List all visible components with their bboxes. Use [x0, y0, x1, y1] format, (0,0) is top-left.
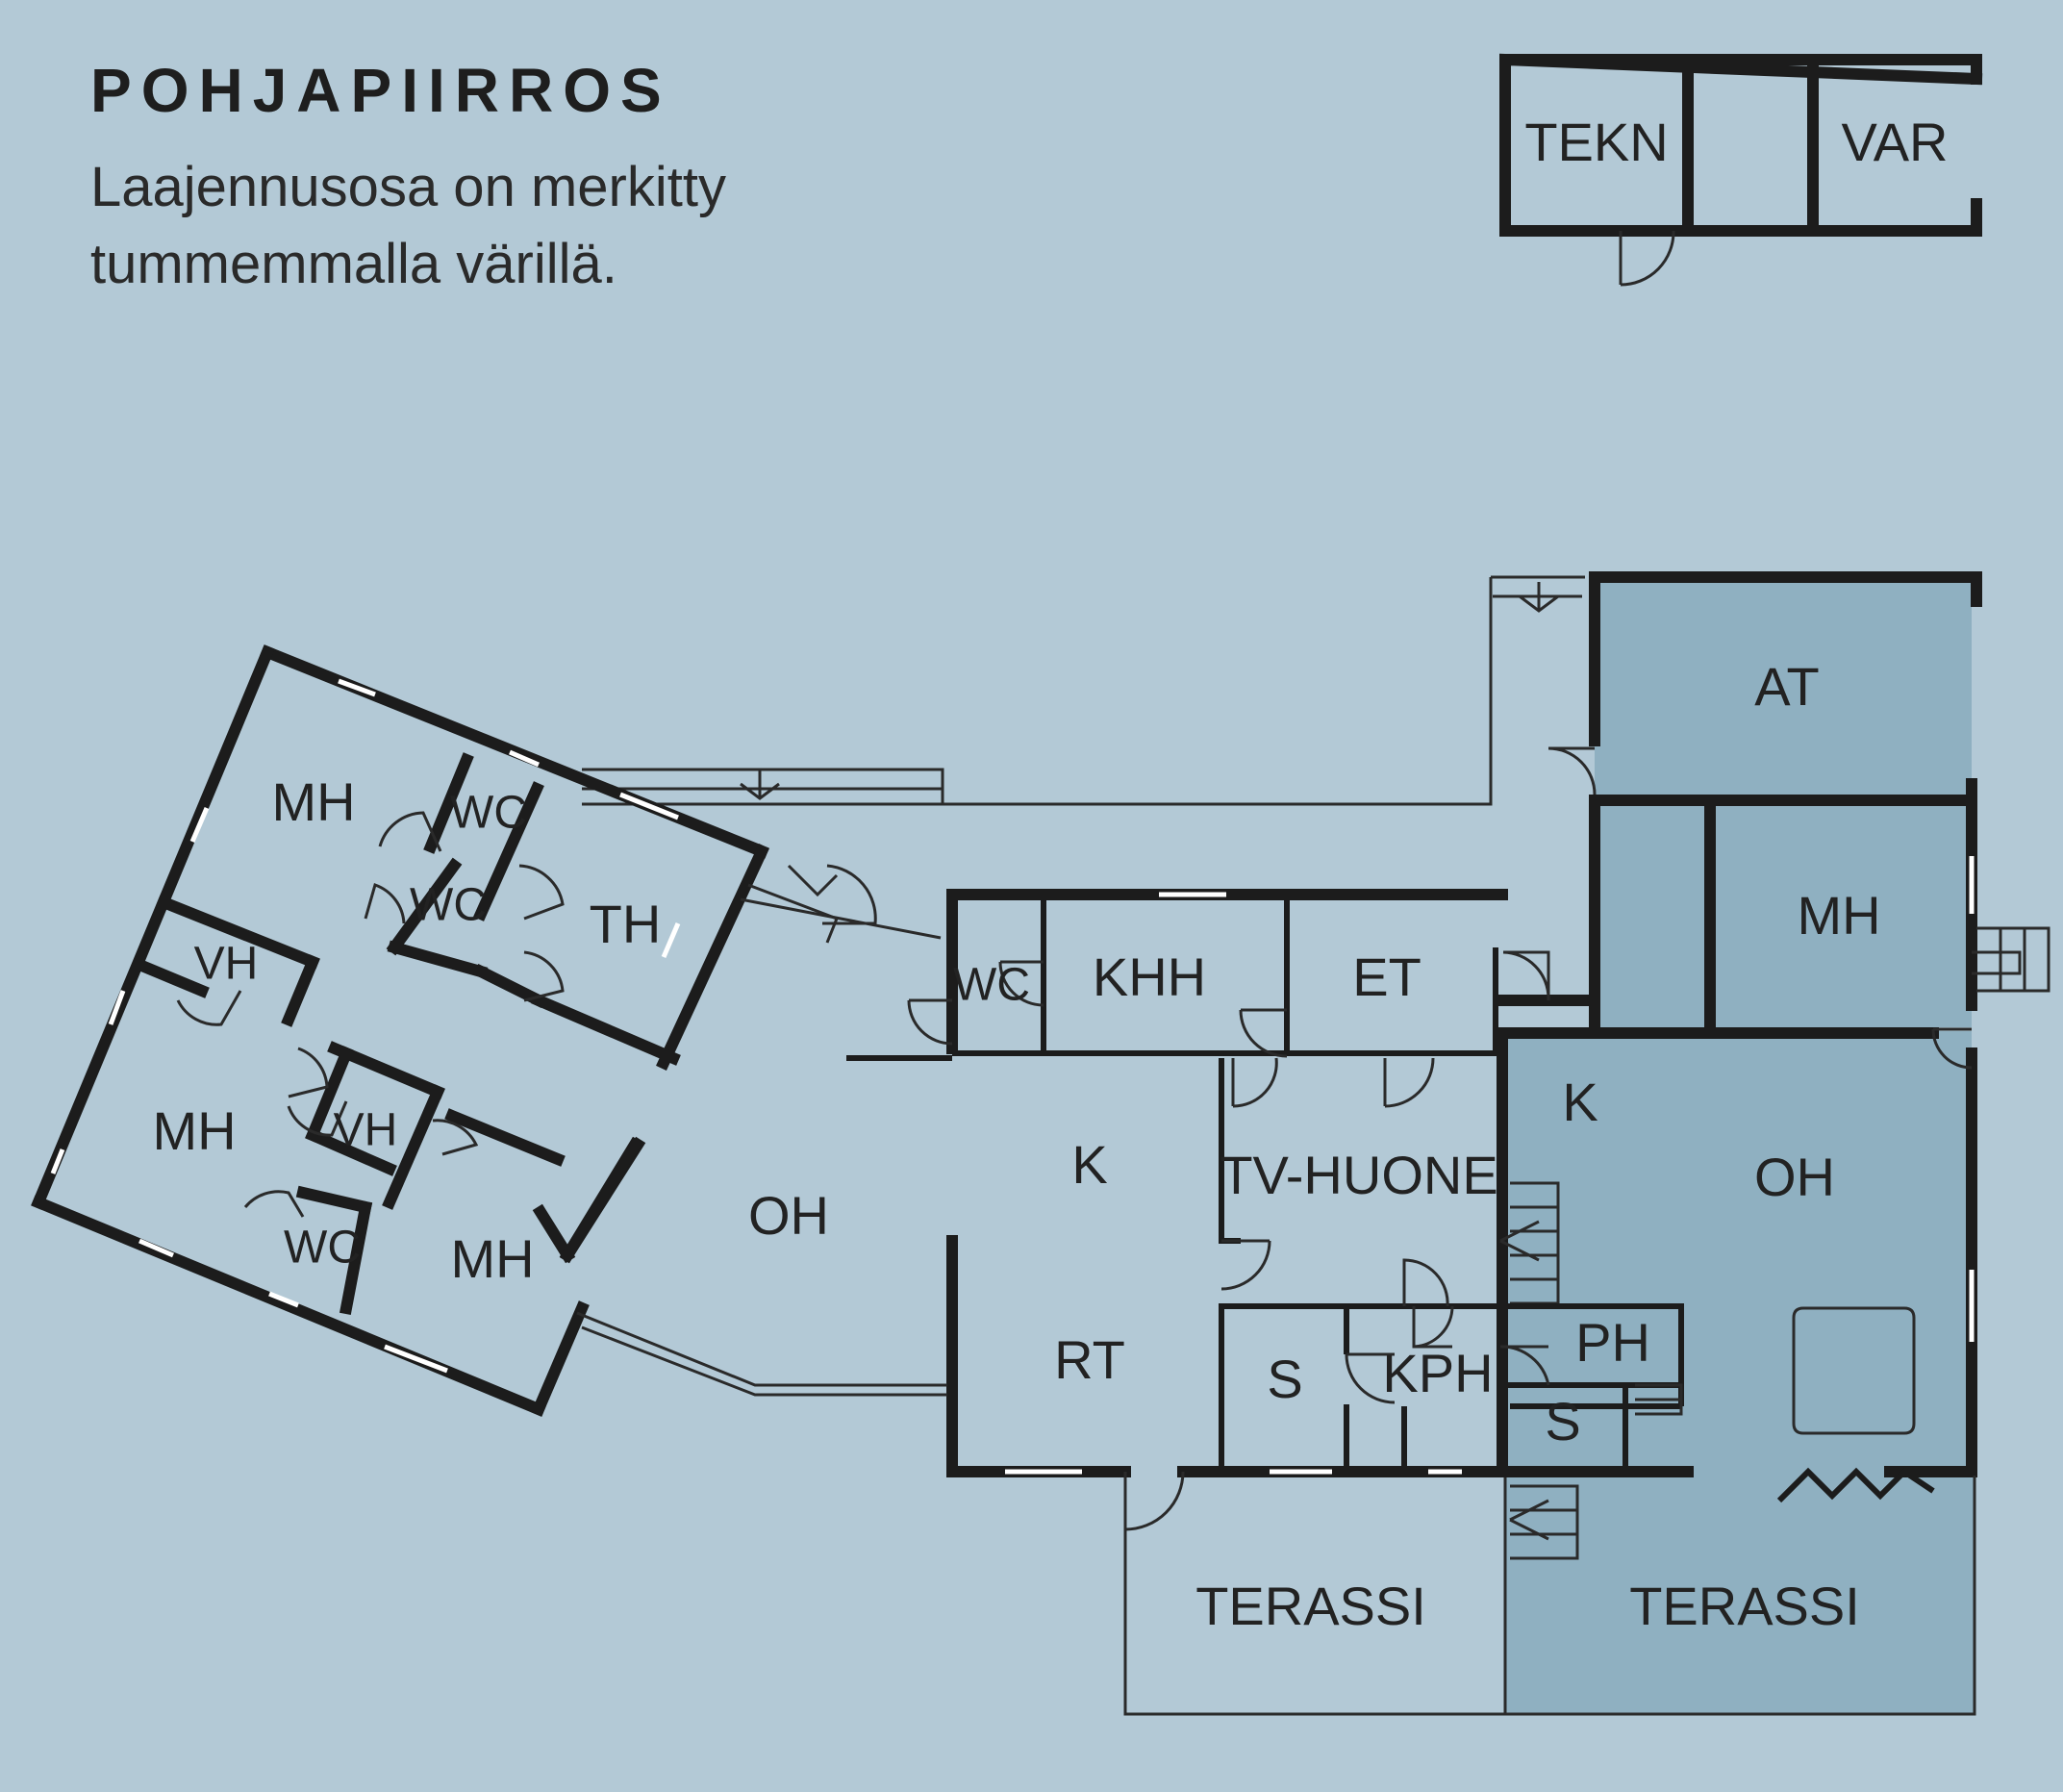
outbuilding: TEKN VAR — [1499, 53, 1983, 287]
center-walls — [846, 889, 1684, 1716]
plan-title: POHJAPIIRROS — [90, 56, 671, 125]
room-mh-extension: MH — [1797, 885, 1880, 946]
room-rt: RT — [1054, 1329, 1125, 1390]
room-wc-entry: WC — [953, 960, 1030, 1011]
room-tekn: TEKN — [1524, 112, 1668, 172]
room-s-2: S — [1545, 1391, 1580, 1451]
room-mh-1: MH — [271, 771, 355, 832]
room-oh: OH — [748, 1185, 829, 1246]
room-vh-1: VH — [194, 939, 259, 990]
left-wing-walls — [31, 644, 947, 1417]
extension-area — [1502, 583, 1975, 1714]
room-at: AT — [1754, 656, 1819, 717]
room-mh-2: MH — [152, 1100, 236, 1161]
room-var: VAR — [1842, 112, 1949, 172]
extension-walls — [1497, 571, 2050, 1716]
room-terassi: TERASSI — [1195, 1576, 1426, 1636]
room-wc-3: WC — [410, 880, 487, 931]
room-wc-2: WC — [450, 788, 527, 839]
room-et: ET — [1352, 946, 1421, 1007]
room-wc-4: WC — [284, 1223, 361, 1274]
plan-subtitle-line-1: Laajennusosa on merkitty — [90, 156, 726, 218]
room-khh: KHH — [1093, 946, 1206, 1007]
room-s-1: S — [1267, 1349, 1302, 1409]
room-mh-3: MH — [450, 1228, 534, 1289]
plan-subtitle-line-2: tummemmalla värillä. — [90, 233, 617, 295]
room-vh-2: VH — [334, 1105, 398, 1156]
entry-walls — [582, 575, 1585, 806]
room-k: K — [1071, 1134, 1107, 1195]
room-tv-huone: TV-HUONE — [1220, 1145, 1497, 1205]
room-ph: PH — [1575, 1312, 1650, 1373]
room-kph: KPH — [1382, 1343, 1493, 1403]
room-terassi-extension: TERASSI — [1629, 1576, 1860, 1636]
room-th: TH — [590, 894, 662, 954]
room-oh-extension: OH — [1754, 1147, 1835, 1207]
room-k-extension: K — [1562, 1072, 1598, 1132]
